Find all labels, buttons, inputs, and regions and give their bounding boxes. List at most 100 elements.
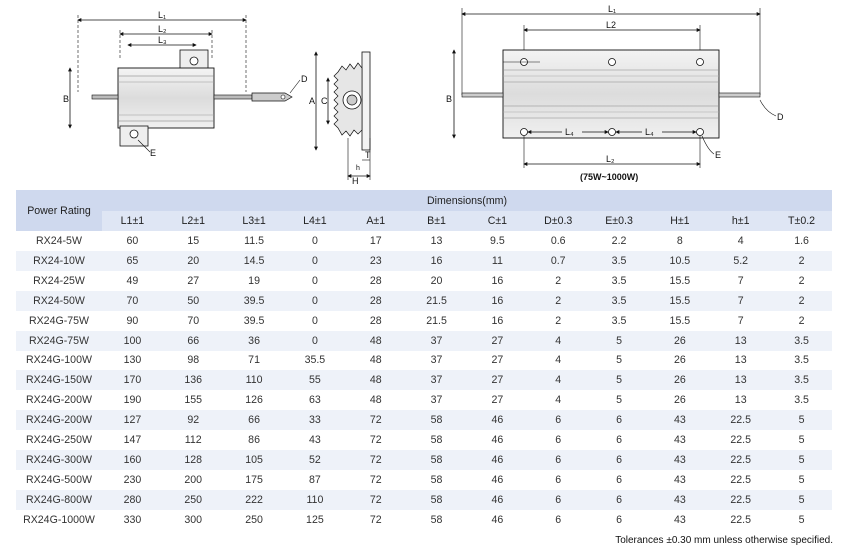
dimension-cell: 27 [162, 270, 224, 291]
dimension-cell: 43 [649, 450, 711, 471]
dimension-cell: 4 [710, 231, 772, 251]
label-l2-right-top: L2 [606, 20, 616, 30]
label-b-right: B [446, 94, 452, 104]
dimension-cell: 3.5 [588, 290, 650, 311]
dimension-cell: 7 [710, 310, 772, 331]
dimension-cell: 90 [102, 310, 163, 331]
column-header: D±0.3 [527, 211, 589, 231]
label-t: T [365, 150, 371, 160]
dimension-cell: 175 [223, 470, 285, 490]
dimension-cell: 0.6 [527, 231, 589, 251]
dimension-cell: 58 [406, 410, 467, 431]
dimension-cell: 6 [527, 410, 589, 431]
label-l1: L₁ [158, 10, 166, 20]
dimension-cell: 13 [710, 350, 772, 371]
dimension-cell: 6 [527, 450, 589, 471]
end-view-drawing: A C H T h [309, 51, 371, 186]
dimension-cell: 16 [406, 250, 467, 271]
dimension-cell: 92 [162, 410, 224, 431]
dimension-cell: 2 [771, 270, 832, 291]
dimension-cell: 127 [102, 410, 163, 431]
dimension-cell: 46 [466, 450, 528, 471]
dimension-cell: 27 [466, 330, 528, 351]
dimension-cell: 11.5 [223, 231, 285, 251]
dimension-cell: 0 [284, 310, 346, 331]
dimension-cell: 1.6 [771, 231, 832, 251]
dimension-cell: 16 [466, 310, 528, 331]
model-cell: RX24G-200W [16, 390, 102, 411]
dimension-cell: 49 [102, 270, 163, 291]
dimension-cell: 0 [284, 330, 346, 351]
column-header: E±0.3 [588, 211, 650, 231]
dimension-cell: 3.5 [771, 390, 832, 411]
model-cell: RX24G-75W [16, 310, 102, 331]
dimension-cell: 110 [284, 489, 346, 510]
dimension-cell: 22.5 [710, 489, 772, 510]
dimension-cell: 72 [345, 430, 407, 451]
dimension-cell: 27 [466, 350, 528, 371]
dimension-cell: 22.5 [710, 450, 772, 471]
dimension-cell: 48 [345, 370, 407, 391]
dimension-cell: 5 [771, 470, 832, 490]
dimension-cell: 5 [771, 410, 832, 431]
dimension-cell: 72 [345, 450, 407, 471]
dimension-cell: 15 [162, 231, 224, 251]
dimension-cell: 37 [406, 370, 467, 391]
dimension-cell: 58 [406, 430, 467, 451]
dimension-cell: 70 [102, 290, 163, 311]
dimension-cell: 3.5 [588, 270, 650, 291]
dimension-cell: 48 [345, 350, 407, 371]
label-h-upper: H [352, 176, 359, 186]
column-header: L4±1 [284, 211, 346, 231]
dimension-cell: 15.5 [649, 290, 711, 311]
dimension-cell: 26 [649, 370, 711, 391]
dimension-cell: 27 [466, 390, 528, 411]
dimension-cell: 22.5 [710, 509, 772, 530]
dimension-cell: 14.5 [223, 250, 285, 271]
dimension-cell: 3.5 [771, 330, 832, 351]
label-e-right: E [715, 150, 721, 160]
dimension-cell: 72 [345, 509, 407, 530]
model-cell: RX24G-200W [16, 410, 102, 431]
dimension-cell: 43 [649, 489, 711, 510]
dimension-cell: 15.5 [649, 270, 711, 291]
dimension-cell: 130 [102, 350, 163, 371]
dimension-cell: 3.5 [771, 370, 832, 391]
dimension-cell: 4 [527, 330, 589, 351]
dimension-cell: 2 [771, 290, 832, 311]
model-cell: RX24-25W [16, 270, 102, 291]
dimension-cell: 15.5 [649, 310, 711, 331]
dimension-cell: 39.5 [223, 310, 285, 331]
dimension-cell: 3.5 [588, 310, 650, 331]
dimension-cell: 300 [162, 509, 224, 530]
model-cell: RX24G-250W [16, 430, 102, 451]
column-header: L1±1 [102, 211, 163, 231]
dimension-cell: 43 [649, 509, 711, 530]
dimension-cell: 21.5 [406, 290, 467, 311]
dimension-cell: 13 [710, 390, 772, 411]
dimension-cell: 26 [649, 350, 711, 371]
column-header: H±1 [649, 211, 711, 231]
dimension-cell: 72 [345, 470, 407, 490]
dimension-cell: 37 [406, 330, 467, 351]
dimension-cell: 6 [588, 489, 650, 510]
dimension-cell: 46 [466, 489, 528, 510]
dimension-cell: 70 [162, 310, 224, 331]
dimension-cell: 58 [406, 509, 467, 530]
dimension-cell: 0 [284, 270, 346, 291]
dimension-cell: 6 [588, 410, 650, 431]
label-l2: L₂ [158, 24, 167, 34]
dimension-cell: 58 [406, 450, 467, 471]
label-c: C [321, 96, 328, 106]
column-header: A±1 [345, 211, 407, 231]
model-cell: RX24G-150W [16, 370, 102, 391]
dimension-cell: 2.2 [588, 231, 650, 251]
dimension-cell: 110 [223, 370, 285, 391]
